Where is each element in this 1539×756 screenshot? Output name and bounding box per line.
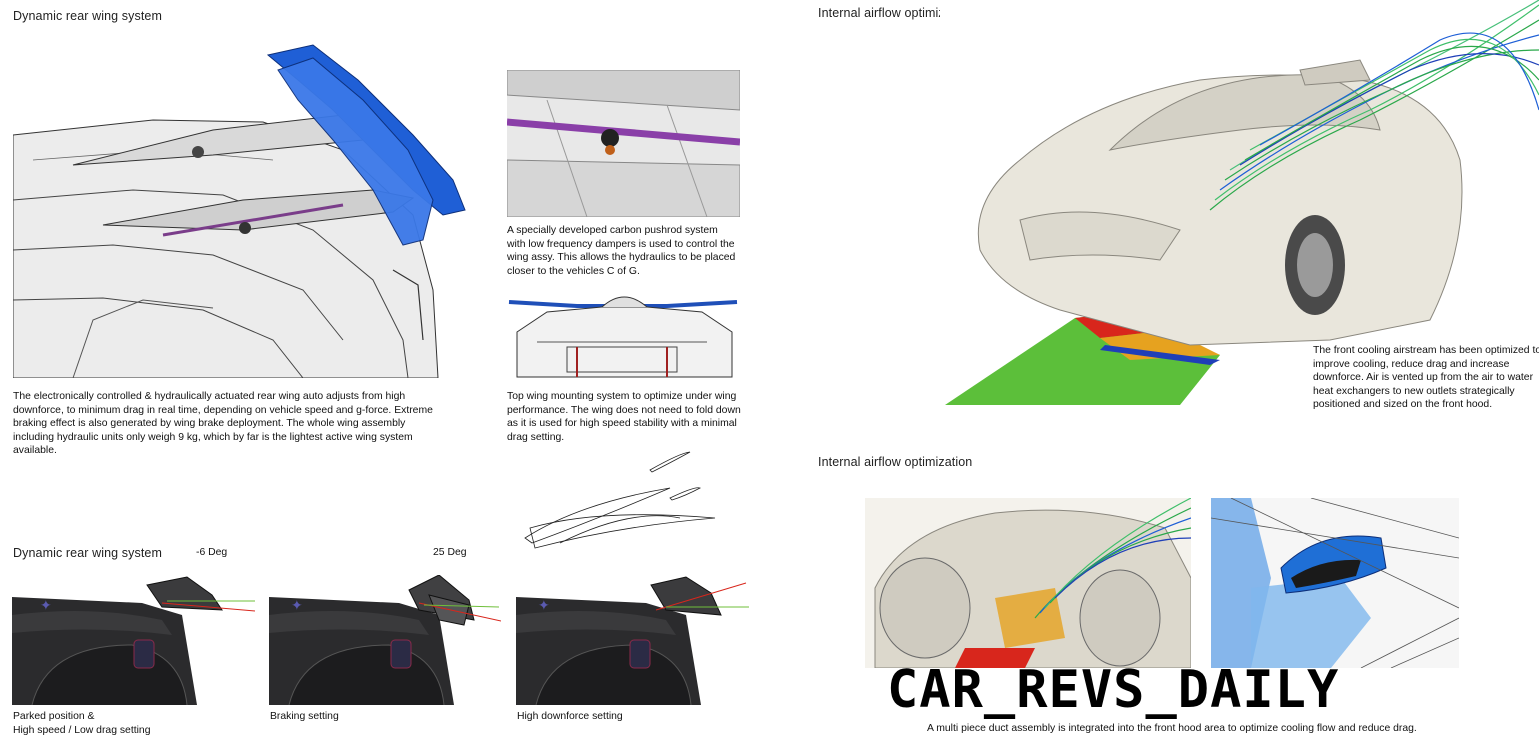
pushrod-caption: A specially developed carbon pushrod sys… xyxy=(507,225,736,277)
pushrod-detail-image xyxy=(507,70,740,217)
svg-text:✦: ✦ xyxy=(40,598,52,614)
svg-text:✦: ✦ xyxy=(538,598,550,614)
airflow-title-bottom: Internal airflow optimization xyxy=(818,455,973,469)
airflow-title-top: Internal airflow optimization xyxy=(818,6,973,20)
svg-text:✦: ✦ xyxy=(291,598,303,614)
downforce-setting-label: High downforce setting xyxy=(517,711,623,722)
car-airflow-render xyxy=(940,0,1539,406)
wing-profile-sketch xyxy=(520,448,720,553)
angle-pos-label: 25 Deg xyxy=(433,547,467,558)
wing-mounting-image xyxy=(507,292,740,384)
parked-setting-label-line2: High speed / Low drag setting xyxy=(13,725,151,736)
braking-setting-render: ✦ xyxy=(269,575,501,705)
angle-neg-label: -6 Deg xyxy=(196,547,228,558)
duct-assembly-caption: A multi piece duct assembly is integrate… xyxy=(927,723,1417,734)
rear-wing-title-bottom: Dynamic rear wing system xyxy=(13,546,162,560)
downforce-setting-render: ✦ xyxy=(516,575,751,705)
braking-setting-label: Braking setting xyxy=(270,711,339,722)
rear-wing-main-caption: The electronically controlled & hydrauli… xyxy=(13,391,433,457)
cooling-airstream-caption: The front cooling airstream has been opt… xyxy=(1313,345,1539,411)
rear-wing-cad-illustration xyxy=(13,40,473,378)
parked-setting-render: ✦ xyxy=(12,575,257,705)
duct-detail-render xyxy=(1211,498,1459,668)
car-revs-daily-watermark: CAR_REVS_DAILY xyxy=(887,660,1340,720)
translucent-chassis-render xyxy=(865,498,1191,668)
parked-setting-label-line1: Parked position & xyxy=(13,711,95,722)
rear-wing-title-top: Dynamic rear wing system xyxy=(13,9,162,23)
wing-mounting-caption: Top wing mounting system to optimize und… xyxy=(507,391,741,443)
